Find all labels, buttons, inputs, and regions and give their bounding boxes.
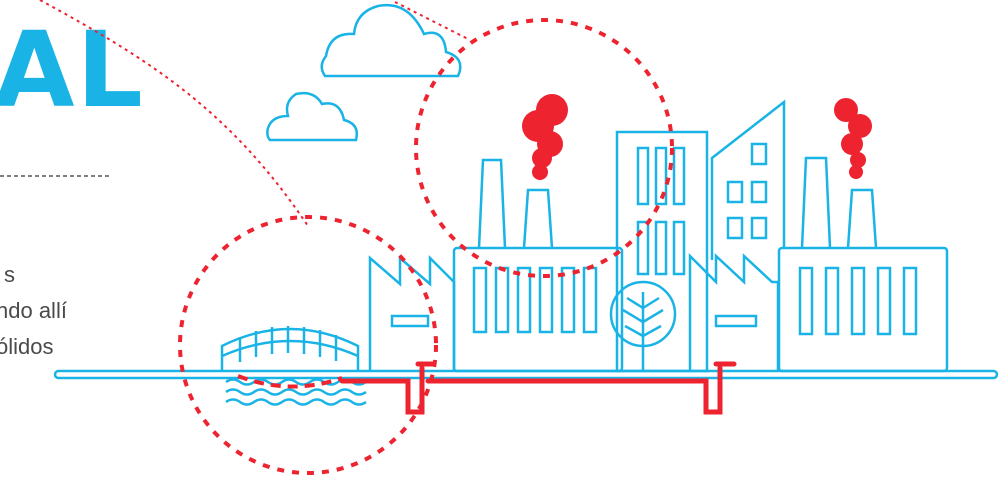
- bridge-icon: [222, 326, 358, 371]
- factory-icon: [779, 158, 947, 371]
- dotted-connector-left: [40, 0, 308, 226]
- smoke-icon: [834, 98, 872, 179]
- tree-icon: [611, 282, 675, 371]
- cloud-icon: [322, 5, 461, 76]
- factory-icon: [454, 160, 622, 371]
- highlight-circle-river: [180, 217, 436, 473]
- dotted-connector-top: [395, 2, 470, 40]
- factory-icon: [690, 256, 778, 371]
- office-building-icon: [712, 102, 784, 260]
- smoke-icon: [522, 94, 568, 180]
- cloud-icon: [267, 93, 356, 140]
- office-building-icon: [617, 132, 707, 371]
- factory-icon: [370, 258, 454, 371]
